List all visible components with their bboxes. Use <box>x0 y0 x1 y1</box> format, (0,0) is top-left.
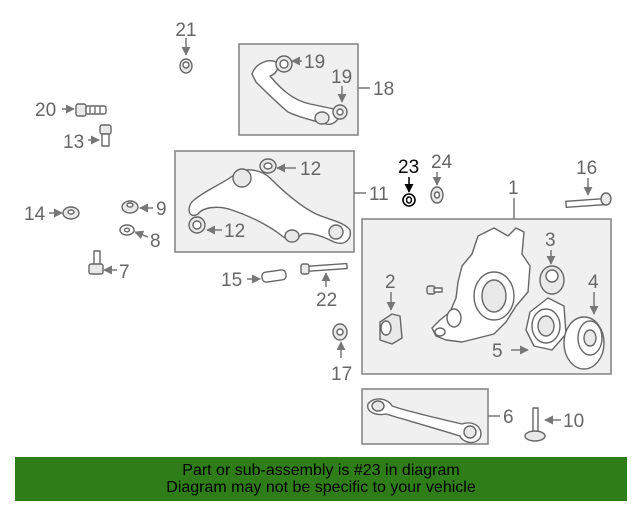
callout-10: 10 <box>563 411 584 432</box>
part-2-bushing[interactable] <box>379 313 403 345</box>
upper-arm-group-box <box>238 43 359 136</box>
part-7-bolt[interactable] <box>88 250 104 275</box>
part-24-nut[interactable] <box>430 186 444 204</box>
callout-5: 5 <box>492 341 503 362</box>
part-12-bushing-a[interactable] <box>259 158 277 174</box>
banner-line-1: Part or sub-assembly is #23 in diagram <box>182 462 460 479</box>
part-9-nut[interactable] <box>121 200 139 214</box>
callout-18: 18 <box>373 79 394 100</box>
part-19-bushing-a[interactable] <box>275 55 293 73</box>
callout-7: 7 <box>119 262 130 283</box>
callout-4: 4 <box>588 272 599 293</box>
part-13-bolt[interactable] <box>99 124 112 147</box>
callout-12-a: 12 <box>300 159 321 180</box>
callout-19-a: 19 <box>304 52 325 73</box>
part-5-bearing[interactable] <box>525 297 567 351</box>
callout-22: 22 <box>316 290 337 311</box>
callout-8: 8 <box>150 231 161 252</box>
part-22-bolt[interactable] <box>300 262 348 275</box>
part-20-bolt[interactable] <box>75 103 107 117</box>
part-knuckle-bolt[interactable] <box>426 285 443 295</box>
part-17-nut[interactable] <box>332 323 348 341</box>
part-6-lateral-link[interactable] <box>367 398 482 444</box>
part-19-bushing-b[interactable] <box>332 104 348 120</box>
part-3-bushing[interactable] <box>539 265 565 295</box>
banner-line-2: Diagram may not be specific to your vehi… <box>166 479 476 496</box>
part-1-knuckle[interactable] <box>431 227 531 343</box>
callout-3: 3 <box>545 230 556 251</box>
callout-9: 9 <box>156 199 167 220</box>
callout-24: 24 <box>431 152 453 173</box>
part-8-washer[interactable] <box>119 224 135 236</box>
callout-14: 14 <box>24 204 46 225</box>
callout-17: 17 <box>331 364 352 385</box>
part-11-control-arm[interactable] <box>188 168 351 244</box>
part-21-nut[interactable] <box>179 58 193 74</box>
callout-13: 13 <box>63 132 84 153</box>
callout-16: 16 <box>576 158 597 179</box>
callout-15: 15 <box>221 270 242 291</box>
part-23-seal[interactable] <box>402 193 416 207</box>
callout-20: 20 <box>35 100 56 121</box>
callout-6: 6 <box>503 407 514 428</box>
callout-11: 11 <box>369 184 389 205</box>
part-16-bolt[interactable] <box>565 192 612 209</box>
callout-12-b: 12 <box>224 221 245 242</box>
callout-23: 23 <box>398 157 419 178</box>
info-banner: Part or sub-assembly is #23 in diagram D… <box>15 457 627 501</box>
callout-2: 2 <box>385 272 396 293</box>
part-4-hub[interactable] <box>563 316 605 370</box>
callout-1: 1 <box>508 178 519 199</box>
part-14-nut[interactable] <box>62 206 80 220</box>
callout-21: 21 <box>175 20 196 41</box>
callout-19-b: 19 <box>331 67 352 88</box>
part-10-bolt[interactable] <box>524 407 546 442</box>
part-15-pin[interactable] <box>261 269 287 283</box>
part-12-bushing-b[interactable] <box>188 216 206 234</box>
